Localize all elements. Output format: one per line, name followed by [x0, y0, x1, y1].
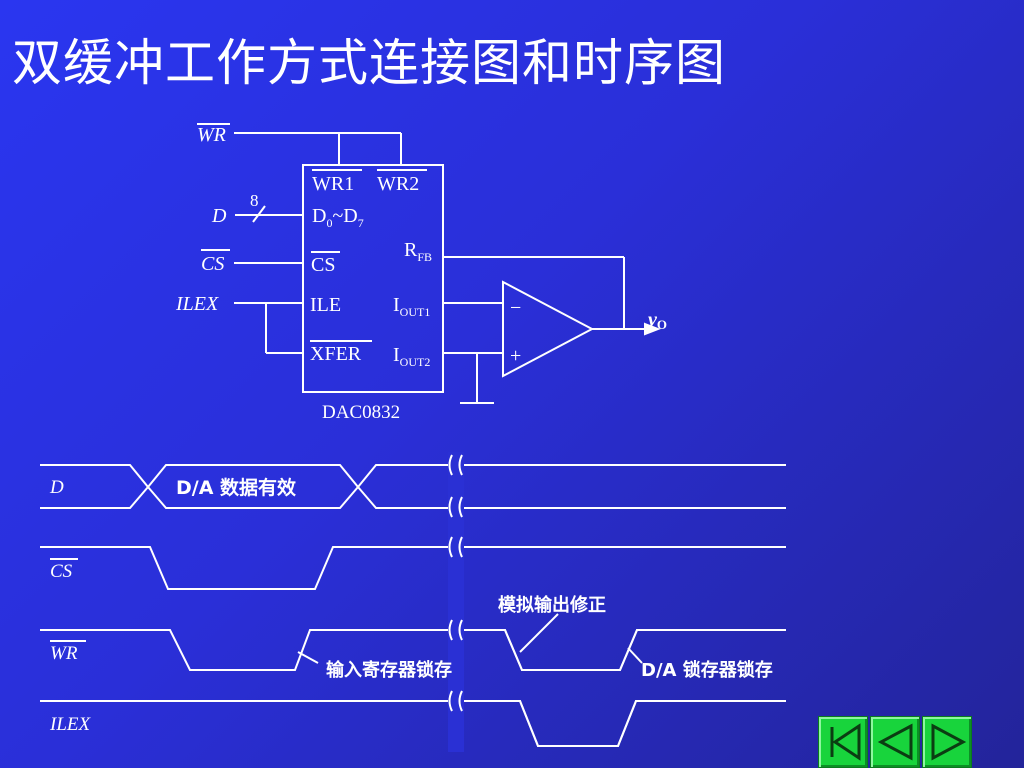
slide-title: 双缓冲工作方式连接图和时序图 — [12, 34, 726, 92]
cs-pin-label: CS — [311, 254, 335, 276]
output-arrow — [644, 322, 661, 336]
cs-input-label: CS — [201, 253, 224, 275]
previous-page-button[interactable] — [870, 716, 920, 768]
d-signal-label: D — [49, 477, 64, 498]
analog-update-annotation: 模拟输出修正 — [498, 594, 606, 616]
iout1-pin-label: IOUT1 — [393, 294, 430, 319]
opamp-triangle — [502, 280, 595, 378]
rfb-pin-label: RFB — [404, 239, 432, 264]
input-latch-annotation: 输入寄存器锁存 — [326, 659, 452, 681]
next-page-button[interactable] — [922, 716, 972, 768]
ilex-waveform — [40, 700, 786, 747]
input-latch-leader — [297, 651, 319, 664]
d-waveform-right-bottom — [357, 486, 786, 509]
first-page-icon — [830, 723, 861, 761]
wr2-pin-label: WR2 — [377, 173, 419, 195]
slide-navigation — [818, 716, 974, 768]
bus-slash — [252, 205, 266, 223]
xfer-pin-label: XFER — [310, 343, 362, 365]
wr1-pin-label: WR1 — [312, 173, 354, 195]
analog-update-leader — [519, 613, 559, 653]
opamp-plus-label: + — [510, 345, 521, 367]
bus-width-label: 8 — [250, 191, 259, 210]
d-pin-label: D0~D7 — [312, 205, 364, 230]
ilex-signal-label: ILEX — [49, 714, 92, 735]
next-page-icon — [931, 723, 967, 761]
circuit-wires — [197, 123, 661, 404]
wr-input-label: WR — [197, 124, 226, 146]
da-latch-leader — [627, 647, 643, 664]
iout2-pin-label: IOUT2 — [393, 344, 430, 369]
previous-page-icon — [877, 723, 913, 761]
first-page-button[interactable] — [818, 716, 868, 768]
chip-name-label: DAC0832 — [322, 402, 400, 423]
d-input-label: D — [211, 205, 227, 227]
data-valid-annotation: D/A 数据有效 — [176, 476, 296, 499]
d-waveform-right-top — [357, 464, 786, 488]
da-latch-annotation: D/A 锁存器锁存 — [641, 659, 773, 681]
ilex-input-label: ILEX — [175, 293, 219, 315]
wr-signal-label: WR — [50, 643, 78, 664]
opamp-minus-label: − — [510, 297, 521, 319]
output-label: vO — [648, 309, 667, 332]
dac0832-chip — [302, 164, 444, 393]
time-break-marks — [448, 452, 464, 752]
cs-signal-label: CS — [50, 561, 73, 582]
ile-pin-label: ILE — [310, 294, 341, 316]
cs-waveform — [40, 546, 786, 590]
